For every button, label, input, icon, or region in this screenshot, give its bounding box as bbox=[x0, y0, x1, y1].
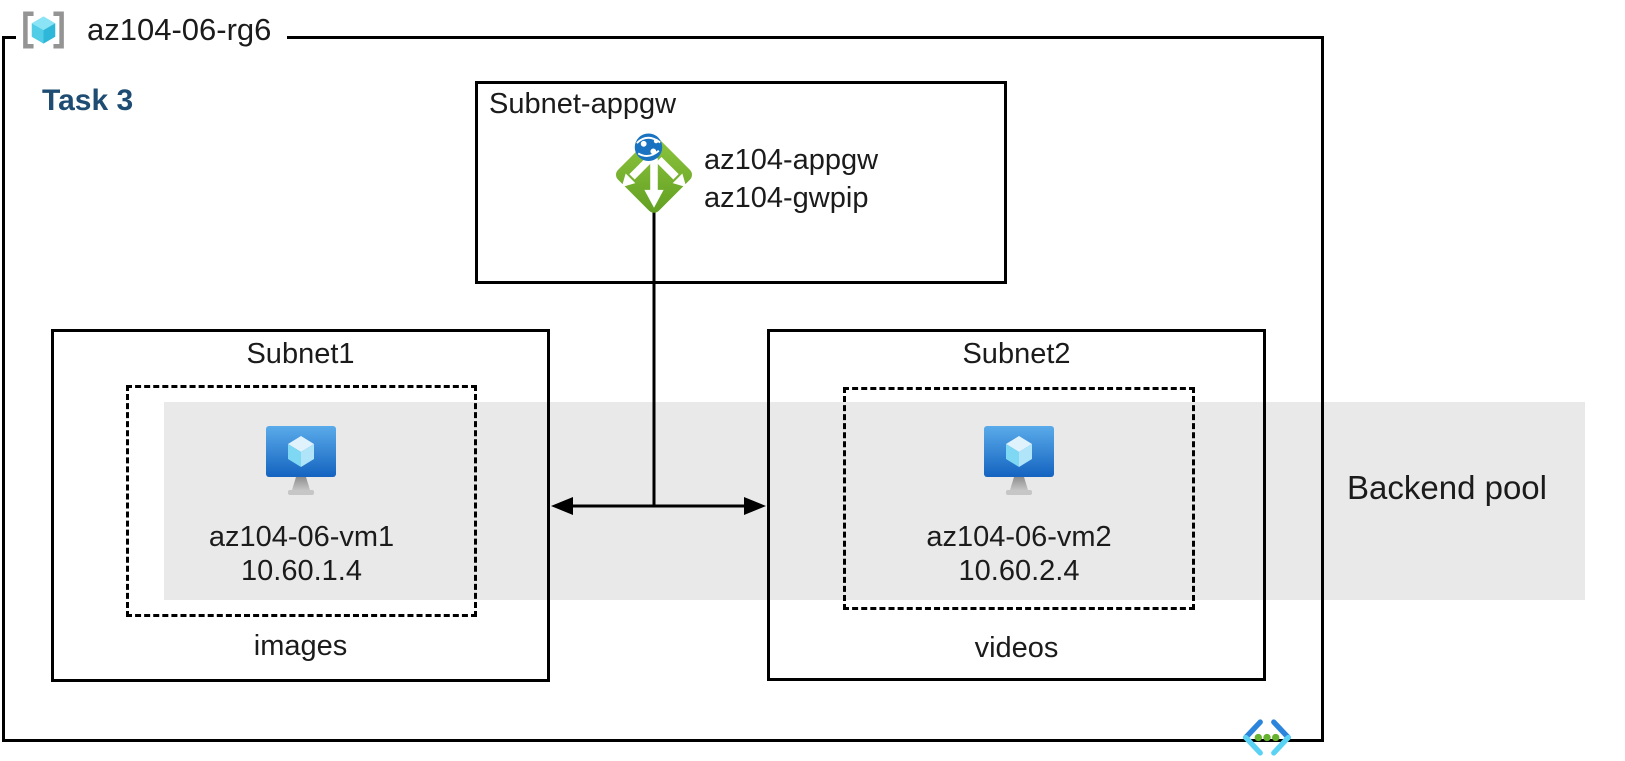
resource-group-header: az104-06-rg6 bbox=[16, 8, 288, 52]
backend-pool-band bbox=[164, 402, 1585, 600]
appgw-name: az104-appgw bbox=[704, 144, 879, 176]
subnet2-box bbox=[767, 329, 1266, 681]
task-heading: Task 3 bbox=[42, 84, 134, 117]
subnet1-vm-dashed-box bbox=[126, 385, 477, 617]
vm2-name: az104-06-vm2 bbox=[926, 521, 1112, 553]
subnet2-vm-dashed-box bbox=[843, 387, 1195, 610]
vm2-ip: 10.60.2.4 bbox=[958, 555, 1080, 587]
application-gateway-icon bbox=[616, 133, 692, 213]
subnet2-container-label: videos bbox=[974, 632, 1059, 664]
subnet1-box bbox=[51, 329, 550, 682]
subnet-appgw-title: Subnet-appgw bbox=[489, 88, 677, 120]
backend-pool-label: Backend pool bbox=[1347, 469, 1547, 506]
vm1-name: az104-06-vm1 bbox=[208, 521, 395, 553]
subnet1-container-label: images bbox=[253, 630, 348, 662]
subnet2-title: Subnet2 bbox=[962, 338, 1071, 370]
virtual-machine-icon bbox=[266, 426, 336, 495]
subnet1-title: Subnet1 bbox=[246, 338, 355, 370]
vm1-ip: 10.60.1.4 bbox=[241, 555, 362, 587]
appgw-public-ip-name: az104-gwpip bbox=[704, 182, 869, 214]
resource-group-box bbox=[2, 36, 1324, 742]
appgw-labels: az104-appgw az104-gwpip bbox=[704, 141, 878, 217]
resource-group-icon bbox=[23, 11, 64, 49]
virtual-machine-icon bbox=[984, 426, 1054, 495]
resource-group-name: az104-06-rg6 bbox=[87, 12, 272, 47]
virtual-network-icon bbox=[1243, 719, 1291, 756]
subnet-appgw-box bbox=[475, 81, 1007, 284]
